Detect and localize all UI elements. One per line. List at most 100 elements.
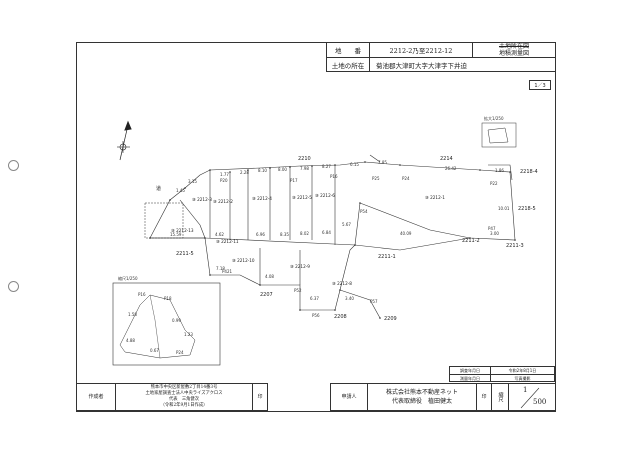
svg-text:26.42: 26.42 [445,166,457,171]
measure-date-value: 写真撮影 [514,376,531,381]
preparer-seal: 印 [252,383,268,411]
north-arrow-icon [117,120,132,161]
svg-text:P24: P24 [176,350,184,355]
survey-date-label: 調査年月日 [450,367,491,374]
svg-text:0.99: 0.99 [172,318,181,323]
page-indicator: 1／3 [529,80,551,90]
svg-text:P57: P57 [370,299,378,304]
svg-text:1.77: 1.77 [220,172,229,177]
svg-text:0.67: 0.67 [150,348,159,353]
applicant-rep: 代表取締役 植田健太 [391,398,452,405]
svg-text:8.02: 8.02 [300,231,309,236]
svg-text:4.08: 4.08 [265,274,274,279]
svg-text:8.10: 8.10 [258,168,267,173]
label-2207: 2207 [260,292,273,298]
svg-text:P16: P16 [330,174,338,179]
svg-text:P56: P56 [312,313,320,318]
label-2211-3: 2211-3 [506,243,524,249]
punch-hole-2 [8,281,19,292]
parcel-2212-5: ⑩ 2212-5 [292,195,312,200]
inset-box-left [112,282,221,366]
label-2214: 2214 [440,156,453,162]
preparer-info: 熊本市中央区新屋敷2丁目14番3号 土地家屋調査士法人中央ライズアクロス 代表 … [115,383,253,411]
svg-text:P22: P22 [490,181,498,186]
svg-text:2.28: 2.28 [240,170,249,175]
svg-text:P24: P24 [402,176,410,181]
svg-text:3.40: 3.40 [345,296,354,301]
survey-points [149,161,516,319]
parcel-2212-8: ⑩ 2212-8 [332,281,352,286]
svg-text:P25: P25 [372,176,380,181]
scale-denominator: 500 [533,398,547,406]
svg-text:6.96: 6.96 [256,232,265,237]
preparer-address: 熊本市中央区新屋敷2丁目14番3号 [150,385,218,390]
parcel-boundaries [149,154,516,319]
svg-text:8.00: 8.00 [278,167,287,172]
label-2211-5: 2211-5 [176,251,194,257]
inset-scale-right: 拡大1/250 [484,115,504,121]
preparer-org: 土地家屋調査士法人中央ライズアクロス [145,391,223,396]
applicant-seal: 印 [476,383,492,411]
svg-text:P52: P52 [294,288,302,293]
map-frame [76,42,556,412]
scale-value: 1 500 [508,383,556,411]
svg-text:8.27: 8.27 [322,164,331,169]
label-2218-4: 2218-4 [520,169,538,175]
parcel-2212-11: ⑩ 2212-11 [216,239,239,244]
label-2211-1: 2211-1 [378,254,396,260]
inset-scale-left: 縮尺1/250 [118,275,138,281]
svg-text:3.00: 3.00 [490,231,499,236]
measure-date-label: 測量年月日 [450,375,491,382]
svg-text:7.18: 7.18 [216,266,225,271]
svg-text:P16: P16 [138,292,146,297]
svg-text:40.09: 40.09 [400,231,412,236]
parcel-2212-3: ⑩ 2212-3 [192,197,212,202]
label-2209: 2209 [384,316,397,322]
applicant-label: 申請人 [330,383,368,411]
parcel-2212-13: ⑩ 2212-13 [171,228,194,233]
parcel-2212-10: ⑩ 2212-10 [232,258,255,263]
svg-text:1.58: 1.58 [128,312,137,317]
svg-text:1.45: 1.45 [176,188,185,193]
location-label: 土地の所在 [326,57,370,72]
svg-text:6.37: 6.37 [310,296,319,301]
applicant-info: 株式会社熊本不動産ネット 代表取締役 植田健太 [367,383,477,411]
title-struck: 土地所在図 [498,43,529,50]
svg-text:1.23: 1.23 [184,332,193,337]
survey-date-value: 令和2年8月1日 [508,368,537,373]
svg-text:7.98: 7.98 [300,166,309,171]
svg-text:7.85: 7.85 [378,160,387,165]
punch-hole-1 [8,160,19,171]
svg-text:6.84: 6.84 [322,230,331,235]
svg-text:4.62: 4.62 [215,232,224,237]
label-road: 道 [156,185,161,192]
svg-text:P421: P421 [222,269,233,274]
location-value: 菊池郡大津町大字大津字下井迫 [369,57,556,72]
parcel-2212-4: ⑩ 2212-4 [252,196,272,201]
svg-text:P47: P47 [488,226,496,231]
svg-text:3.15: 3.15 [188,179,197,184]
svg-text:1.86: 1.86 [495,168,504,173]
scale-numerator: 1 [523,386,528,394]
label-2218-5: 2218-5 [518,206,536,212]
svg-text:6.15: 6.15 [350,162,359,167]
survey-date-table: 調査年月日 令和2年8月1日 測量年月日 写真撮影 [449,366,555,382]
preparer-name: 代表 三角健次 [168,397,200,402]
parcel-2212-9: ⑩ 2212-9 [290,264,310,269]
preparer-label: 作成者 [76,383,116,411]
title-main: 地積測量図 [498,50,529,57]
label-2210: 2210 [298,156,311,162]
parcel-2212-6: ⑩ 2212-6 [315,193,335,198]
applicant-company: 株式会社熊本不動産ネット [385,389,458,396]
svg-text:15.59: 15.59 [170,232,182,237]
inset-box-right [481,122,517,148]
svg-text:P54: P54 [360,209,368,214]
parcel-2212-2: ⑩ 2212-2 [213,199,233,204]
detail-marker [144,202,184,239]
svg-text:P18: P18 [164,296,172,301]
svg-text:P17: P17 [290,178,298,183]
svg-text:10.01: 10.01 [498,206,510,211]
